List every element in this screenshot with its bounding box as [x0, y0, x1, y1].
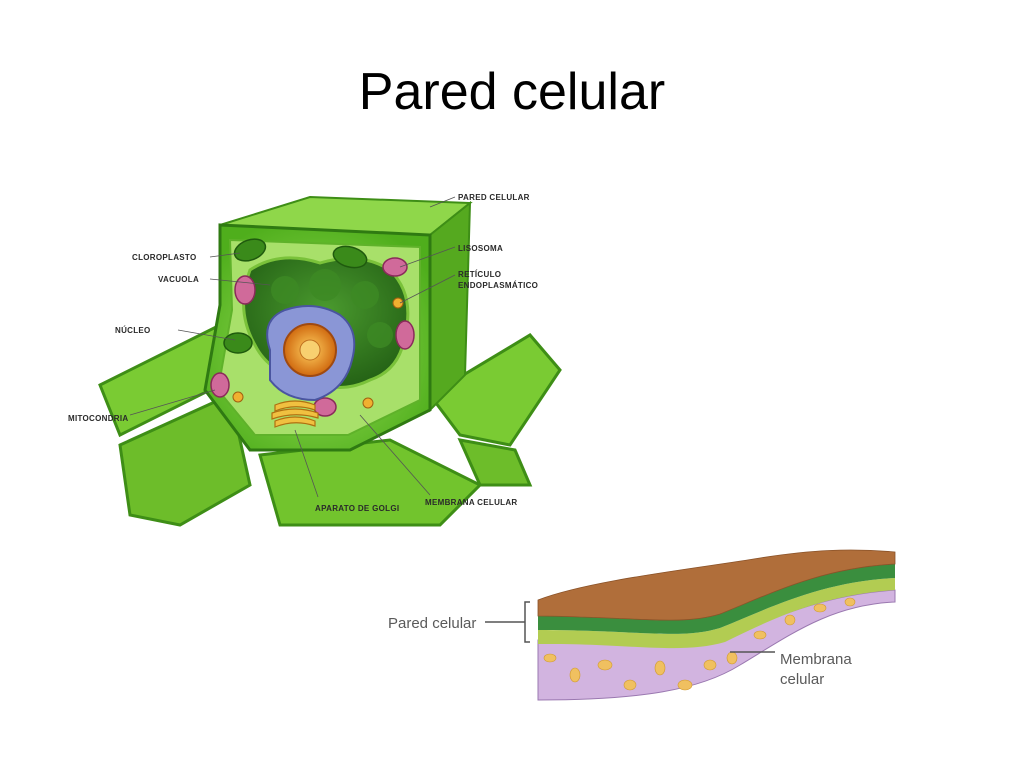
label-mitocondria: MITOCONDRIA: [68, 414, 128, 423]
label-membrana-2a: Membrana: [780, 651, 852, 668]
label-membrana: MEMBRANA CELULAR: [425, 498, 518, 507]
slide-title: Pared celular: [358, 63, 666, 121]
cell-wall-section-illustration: Pared celular Membrana celular: [380, 540, 900, 720]
plant-cell-svg: PARED CELULAR LISOSOMA RETÍCULO ENDOPLAS…: [68, 193, 562, 527]
mitochondria: [210, 257, 415, 417]
label-lisosoma: LISOSOMA: [458, 244, 503, 253]
label-pared-celular-2: Pared celular: [388, 615, 476, 632]
cell-wall-section-svg: Pared celular Membrana celular: [388, 549, 896, 701]
label-reticulo-1: RETÍCULO: [458, 270, 501, 279]
plant-cell-illustration: PARED CELULAR LISOSOMA RETÍCULO ENDOPLAS…: [60, 185, 580, 535]
wall-bracket: [485, 601, 530, 643]
neighbor-cells: [98, 322, 562, 527]
wall-surface-top: [537, 549, 896, 621]
label-pared-celular: PARED CELULAR: [458, 193, 530, 202]
membrane-granules: [543, 597, 856, 691]
label-golgi: APARATO DE GOLGI: [315, 504, 399, 513]
wall-layer-light: [538, 578, 895, 649]
label-membrana-2b: celular: [780, 671, 824, 688]
label-vacuola: VACUOLA: [158, 275, 199, 284]
vesicles: [232, 297, 404, 409]
label-reticulo-2: ENDOPLASMÁTICO: [458, 281, 538, 290]
wall-layer-dark: [538, 564, 895, 634]
label-cloroplasto: CLOROPLASTO: [132, 253, 197, 262]
chloroplasts: [223, 238, 368, 354]
label-nucleo: NÚCLEO: [115, 326, 151, 335]
leader-lines: [129, 196, 456, 498]
golgi-apparatus: [271, 400, 319, 428]
